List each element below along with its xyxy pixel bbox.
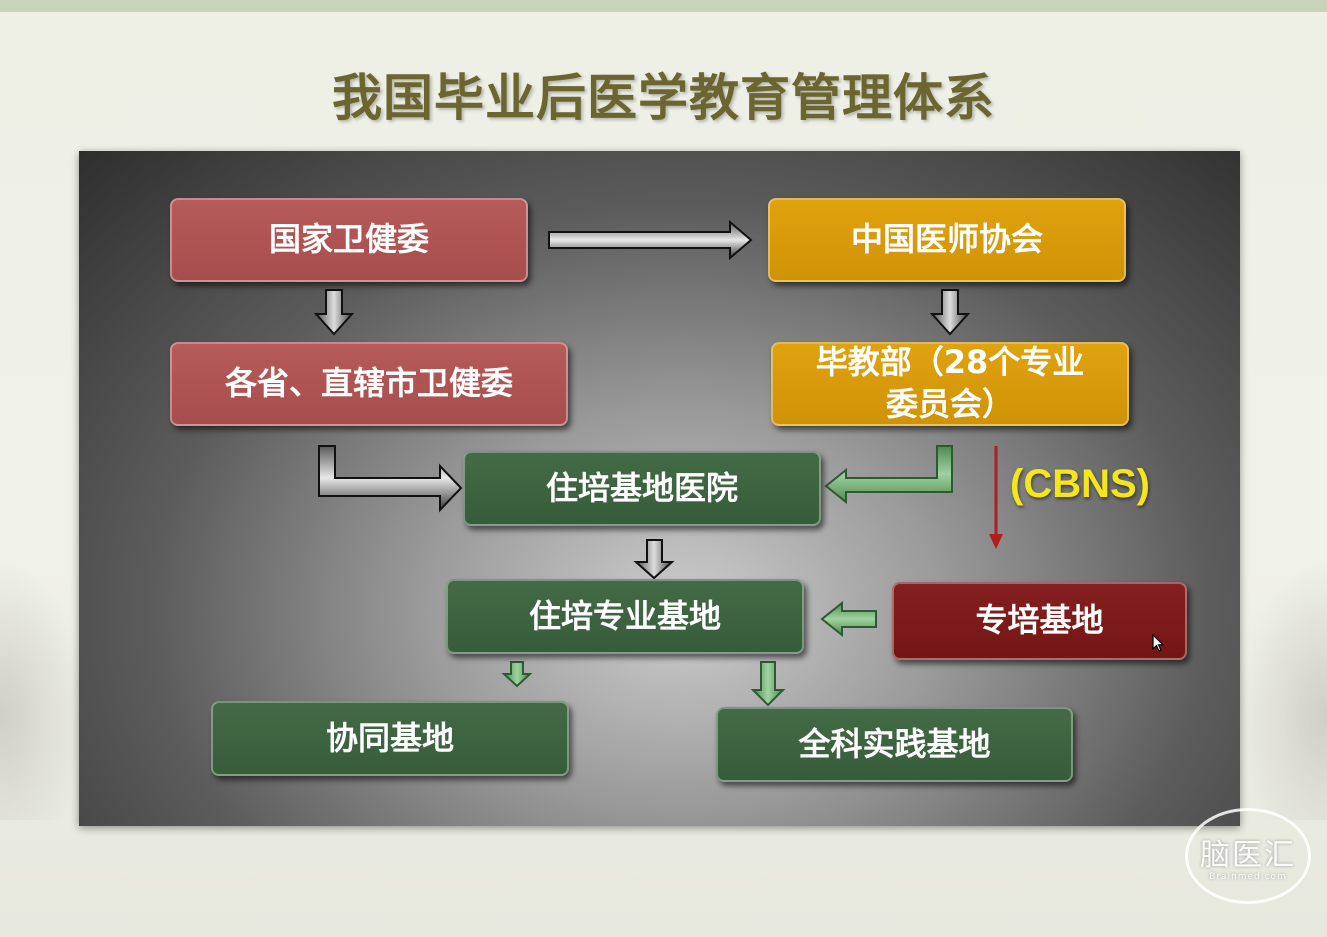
node-residency-specialty-base: 住培专业基地 <box>446 579 804 654</box>
arrow-provincial-to-hospital <box>318 445 463 513</box>
node-general-practice-base: 全科实践基地 <box>716 707 1073 782</box>
arrow-graddept-to-hospital <box>824 445 953 505</box>
node-provincial-health-commission: 各省、直辖市卫健委 <box>170 342 568 426</box>
node-chinese-medical-doctor-association: 中国医师协会 <box>768 198 1126 282</box>
arrow-cma-down <box>929 289 971 336</box>
node-graduate-education-department: 毕教部（28个专业委员会） <box>771 342 1129 426</box>
arrow-specialty-to-gp <box>750 661 786 707</box>
node-residency-base-hospital: 住培基地医院 <box>463 451 821 526</box>
top-accent-bar <box>0 0 1327 12</box>
brainmed-logo: 脑医汇 Brainmed.com <box>1185 808 1311 904</box>
node-national-health-commission: 国家卫健委 <box>170 198 528 282</box>
arrow-nhc-down <box>313 289 355 336</box>
arrow-specialty-to-collab <box>501 661 533 688</box>
mouse-cursor-icon <box>1152 634 1165 652</box>
arrow-hospital-to-specialty <box>633 539 675 580</box>
arrow-subspecialty-to-specialty <box>820 600 877 638</box>
slide-title: 我国毕业后医学教育管理体系 <box>332 69 995 127</box>
node-subspecialty-training-base: 专培基地 <box>892 582 1187 660</box>
background-decoration-right <box>1237 560 1327 820</box>
cbns-label: (CBNS) <box>1010 462 1150 506</box>
arrow-cbns-head <box>989 534 1003 549</box>
background-decoration-left <box>0 560 90 820</box>
logo-subtext: Brainmed.com <box>1209 872 1287 882</box>
arrow-nhc-to-cma <box>548 219 753 261</box>
logo-text: 脑医汇 <box>1200 838 1296 873</box>
node-collaborative-base: 协同基地 <box>211 701 569 776</box>
